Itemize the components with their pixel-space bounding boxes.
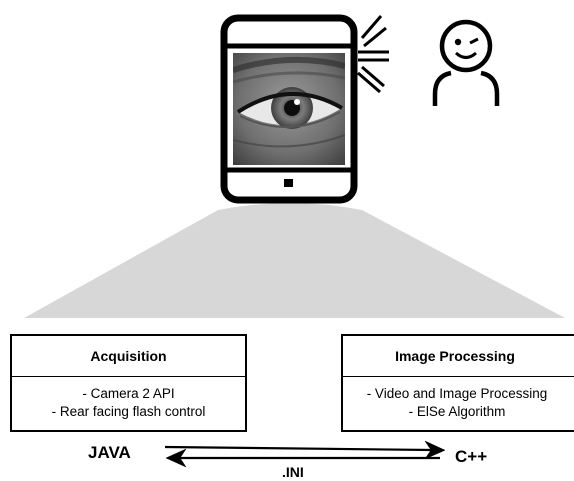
acquisition-details: - Camera 2 API - Rear facing flash contr… [12, 377, 245, 429]
flash-light-icon [357, 15, 389, 94]
java-label: JAVA [88, 443, 131, 462]
image-processing-line: - Video and Image Processing [366, 386, 548, 401]
image-processing-details: - Video and Image Processing - ElSe Algo… [343, 377, 574, 429]
acquisition-box: Acquisition - Camera 2 API - Rear facing… [10, 334, 247, 432]
image-processing-title: Image Processing [343, 336, 574, 377]
eye-image [233, 53, 345, 165]
acquisition-line: - Camera 2 API [82, 386, 175, 401]
projection-shape [24, 203, 565, 318]
smiley-person-icon [432, 19, 500, 106]
image-processing-line: - ElSe Algorithm [408, 404, 506, 419]
acquisition-line: - Rear facing flash control [51, 404, 206, 419]
cpp-label: C++ [455, 447, 488, 466]
ini-label: .INI [282, 464, 304, 480]
bridge-arrows [164, 440, 446, 468]
acquisition-title: Acquisition [12, 336, 245, 377]
image-processing-box: Image Processing - Video and Image Proce… [341, 334, 574, 432]
